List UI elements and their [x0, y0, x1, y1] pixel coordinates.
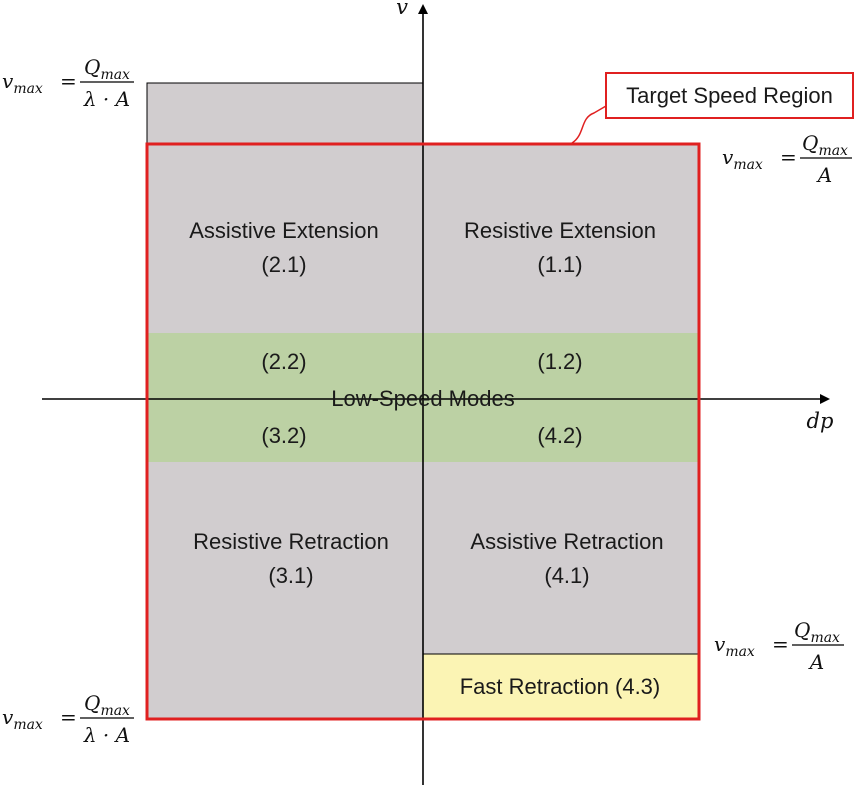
svg-text:=: =	[60, 705, 77, 729]
low-speed-code-q1: (1.2)	[537, 349, 582, 374]
svg-text:vmax: vmax	[2, 69, 43, 97]
svg-text:vmax: vmax	[2, 705, 43, 733]
formula-top-left: vmax = Qmax λ · A	[2, 55, 134, 111]
target-speed-region-border	[145, 142, 701, 721]
y-axis-label: v	[396, 0, 408, 19]
svg-text:A: A	[808, 650, 824, 674]
assistive-extension-code: (2.1)	[261, 252, 306, 277]
low-speed-code-q2: (2.2)	[261, 349, 306, 374]
low-speed-code-q4: (4.2)	[537, 423, 582, 448]
assistive-retraction-title: Assistive Retraction	[470, 529, 663, 554]
svg-text:vmax: vmax	[722, 145, 763, 173]
resistive-extension-code: (1.1)	[537, 252, 582, 277]
formula-bottom-left: vmax = Qmax λ · A	[2, 691, 134, 747]
resistive-retraction-title: Resistive Retraction	[193, 529, 389, 554]
low-speed-title: Low-Speed Modes	[331, 386, 514, 411]
target-speed-region-label: Target Speed Region	[626, 83, 833, 108]
svg-text:λ · A: λ · A	[83, 87, 130, 111]
fast-retraction-region	[422, 653, 700, 720]
formula-bottom-right: vmax = Qmax A	[714, 618, 844, 674]
svg-text:Qmax: Qmax	[84, 55, 130, 83]
assistive-extension-title: Assistive Extension	[189, 218, 379, 243]
low-speed-code-q3: (3.2)	[261, 423, 306, 448]
x-axis-label: dp	[807, 409, 834, 433]
resistive-extension-title: Resistive Extension	[464, 218, 656, 243]
svg-text:Qmax: Qmax	[794, 618, 840, 646]
svg-text:vmax: vmax	[714, 632, 755, 660]
svg-text:Qmax: Qmax	[802, 131, 848, 159]
assistive-retraction-code: (4.1)	[544, 563, 589, 588]
formula-top-right: vmax = Qmax A	[722, 131, 852, 187]
target-speed-region-label-box	[605, 72, 854, 119]
svg-text:=: =	[60, 69, 77, 93]
svg-text:λ · A: λ · A	[83, 723, 130, 747]
svg-text:=: =	[780, 145, 797, 169]
resistive-retraction-code: (3.1)	[268, 563, 313, 588]
callout-connector	[571, 105, 607, 144]
fast-retraction-title: Fast Retraction (4.3)	[460, 674, 661, 699]
svg-text:A: A	[816, 163, 832, 187]
svg-text:Qmax: Qmax	[84, 691, 130, 719]
svg-text:=: =	[772, 632, 789, 656]
